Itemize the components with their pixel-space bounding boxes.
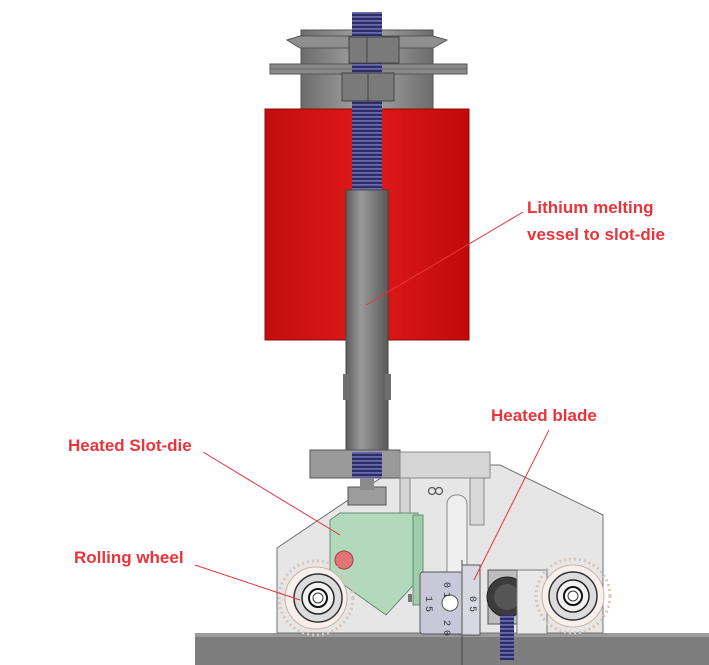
label-melting-vessel: Lithium melting vessel to slot-die — [527, 194, 665, 248]
blade-knob — [486, 569, 548, 660]
leader-heated-blade — [473, 429, 550, 581]
scale-top-digit-1: 1 — [440, 592, 451, 598]
label-melting-vessel-line-1: Lithium melting — [527, 198, 654, 217]
scale-bottom-digit-0: 2 — [440, 620, 451, 626]
fitting-assembly — [309, 449, 491, 506]
label-heated-blade: Heated blade — [491, 406, 597, 425]
scale-bottom-digit-1: 0 — [440, 630, 451, 636]
feed-tube — [343, 189, 391, 453]
scale-right-digit-0: 0 — [466, 596, 477, 602]
scale-left-digit-0: 1 — [422, 596, 433, 602]
scale-top-digit-0: 0 — [440, 582, 451, 588]
label-heated-slot-die: Heated Slot-die — [68, 436, 192, 455]
heated-blade-scale: 0 1 1 5 0 5 2 0 — [419, 564, 481, 636]
leader-lines — [194, 211, 550, 601]
rolling-wheel-left — [277, 559, 355, 637]
scale-right-digit-1: 5 — [466, 606, 477, 612]
leader-rolling-wheel — [194, 564, 301, 601]
base-plate — [195, 633, 709, 665]
leader-heated-slot-die — [202, 451, 341, 536]
label-melting-vessel-line-2: vessel to slot-die — [527, 225, 665, 244]
label-rolling-wheel: Rolling wheel — [74, 548, 184, 567]
threaded-rod — [341, 12, 400, 192]
rolling-wheel-right — [534, 557, 612, 635]
scale-left-digit-1: 5 — [422, 606, 433, 612]
heated-slot-die — [329, 512, 424, 616]
leader-melting-vessel — [365, 211, 524, 306]
